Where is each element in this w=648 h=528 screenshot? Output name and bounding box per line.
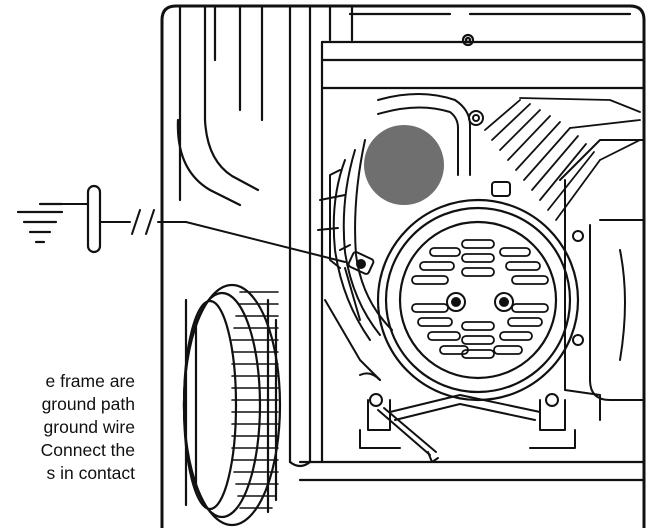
caption-line: e frame are xyxy=(45,371,135,391)
ground-wire xyxy=(157,221,346,263)
engine-housing xyxy=(491,139,645,421)
caption-line: s in contact xyxy=(46,463,135,483)
ground-symbol-icon xyxy=(16,202,64,244)
ground-lug xyxy=(339,244,375,275)
alternator-cover xyxy=(376,198,580,402)
alternator-body xyxy=(317,139,393,381)
alternator-vent-slots xyxy=(411,239,549,359)
ground-rod-icon xyxy=(86,184,102,254)
generator-frame xyxy=(176,4,646,482)
generator-mounts xyxy=(359,372,576,463)
caption-line: ground path xyxy=(41,394,135,414)
wire-break-icon xyxy=(131,209,155,235)
wheel-tread xyxy=(231,291,279,509)
cover-bolts xyxy=(446,292,514,312)
generator-wheel xyxy=(182,283,282,527)
illustration-border xyxy=(160,4,646,528)
engine-cooling-fins xyxy=(484,97,641,221)
caption-line: ground wire xyxy=(43,417,135,437)
engine-pipe xyxy=(377,93,484,176)
grounding-instructions-text: e frame are ground path ground wire Conn… xyxy=(0,370,135,485)
caption-line: Connect the xyxy=(40,440,135,460)
marker-circle xyxy=(364,125,444,205)
